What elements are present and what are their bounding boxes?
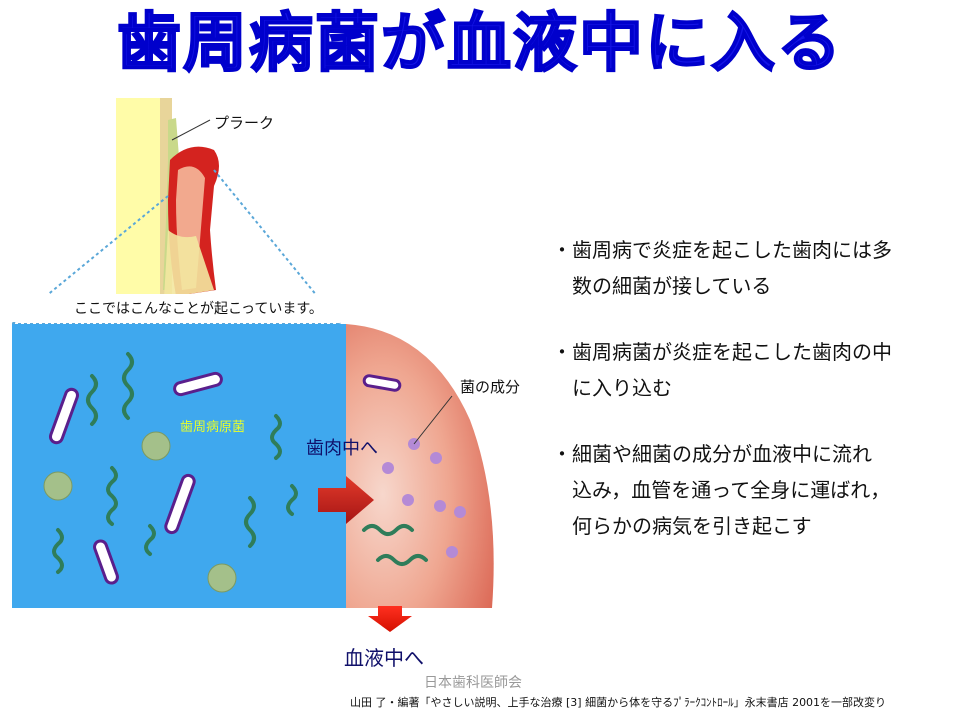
rod-bacterium bbox=[164, 473, 196, 535]
bullet-item: ・歯周病菌が炎症を起こした歯肉の中 に入り込む bbox=[552, 334, 952, 406]
footer-credit: 山田 了・編著「やさしい説明、上手な治療 [3] 細菌から体を守るﾌﾟﾗｰｸｺﾝ… bbox=[350, 696, 887, 709]
rod-bacteria-group bbox=[48, 371, 223, 585]
arrow-into-blood bbox=[368, 606, 412, 632]
cocci-group bbox=[43, 431, 237, 593]
rod-bacterium bbox=[173, 371, 223, 397]
tooth-gum-section bbox=[116, 98, 219, 298]
spirochete bbox=[144, 524, 156, 556]
oral-cavity-panel bbox=[12, 324, 346, 608]
component-dot bbox=[402, 494, 414, 506]
arrow-into-gum bbox=[318, 476, 374, 524]
footer-organization: 日本歯科医師会 bbox=[424, 675, 522, 691]
spirochete bbox=[52, 528, 64, 574]
bone bbox=[164, 230, 214, 298]
component-dot bbox=[434, 500, 446, 512]
spirochete bbox=[106, 466, 118, 526]
coccus-bacterium bbox=[43, 471, 73, 501]
spirochete bbox=[122, 352, 134, 420]
tissue-spirochetes bbox=[362, 524, 428, 566]
coccus-bacterium bbox=[141, 431, 171, 461]
bullet-text: に入り込む bbox=[572, 376, 672, 400]
pathogen-label: 歯周病原菌 bbox=[180, 420, 246, 435]
tissue-rod-group bbox=[362, 374, 402, 392]
spirochete-group bbox=[52, 352, 298, 574]
into-gum-label: 歯肉中へ bbox=[306, 438, 378, 459]
tooth-surface bbox=[116, 98, 166, 298]
bullet-item: ・歯周病で炎症を起こした歯肉には多 数の細菌が接している bbox=[552, 232, 952, 304]
bullet-text: 何らかの病気を引き起こす bbox=[572, 514, 812, 538]
spirochete bbox=[86, 374, 98, 426]
bullet-text: ・歯周病菌が炎症を起こした歯肉の中 bbox=[552, 340, 892, 364]
gum-tissue-panel bbox=[346, 324, 494, 608]
spirochete bbox=[376, 554, 428, 566]
component-dot bbox=[382, 462, 394, 474]
coccus-bacterium bbox=[207, 563, 237, 593]
component-label: 菌の成分 bbox=[460, 378, 521, 396]
page-title: 歯周病菌が血液中に入る bbox=[116, 6, 843, 82]
spirochete bbox=[270, 414, 282, 460]
caption-band bbox=[12, 294, 340, 322]
bullet-list: ・歯周病で炎症を起こした歯肉には多 数の細菌が接している ・歯周病菌が炎症を起こ… bbox=[552, 232, 952, 574]
bullet-text: ・歯周病で炎症を起こした歯肉には多 bbox=[552, 238, 892, 262]
component-dot bbox=[446, 546, 458, 558]
spirochete bbox=[244, 496, 256, 548]
plaque-pointer bbox=[171, 119, 211, 141]
rod-bacterium bbox=[93, 539, 119, 585]
bullet-text: 数の細菌が接している bbox=[572, 274, 772, 298]
spirochete bbox=[286, 484, 298, 516]
component-dot bbox=[430, 452, 442, 464]
rod-bacterium bbox=[362, 374, 402, 392]
component-pointer bbox=[413, 395, 453, 445]
spirochete bbox=[362, 524, 414, 536]
component-dot bbox=[454, 506, 466, 518]
bullet-text: 込み，血管を通って全身に運ばれ， bbox=[572, 478, 891, 502]
into-blood-label: 血液中へ bbox=[344, 646, 424, 670]
bullet-item: ・細菌や細菌の成分が血液中に流れ 込み，血管を通って全身に運ばれ， 何らかの病気… bbox=[552, 436, 952, 544]
diagram-caption: ここではこんなことが起こっています。 bbox=[74, 301, 323, 317]
rod-bacterium bbox=[48, 387, 80, 445]
bullet-text: ・細菌や細菌の成分が血液中に流れ bbox=[552, 442, 872, 466]
plaque-label: プラーク bbox=[214, 114, 275, 132]
